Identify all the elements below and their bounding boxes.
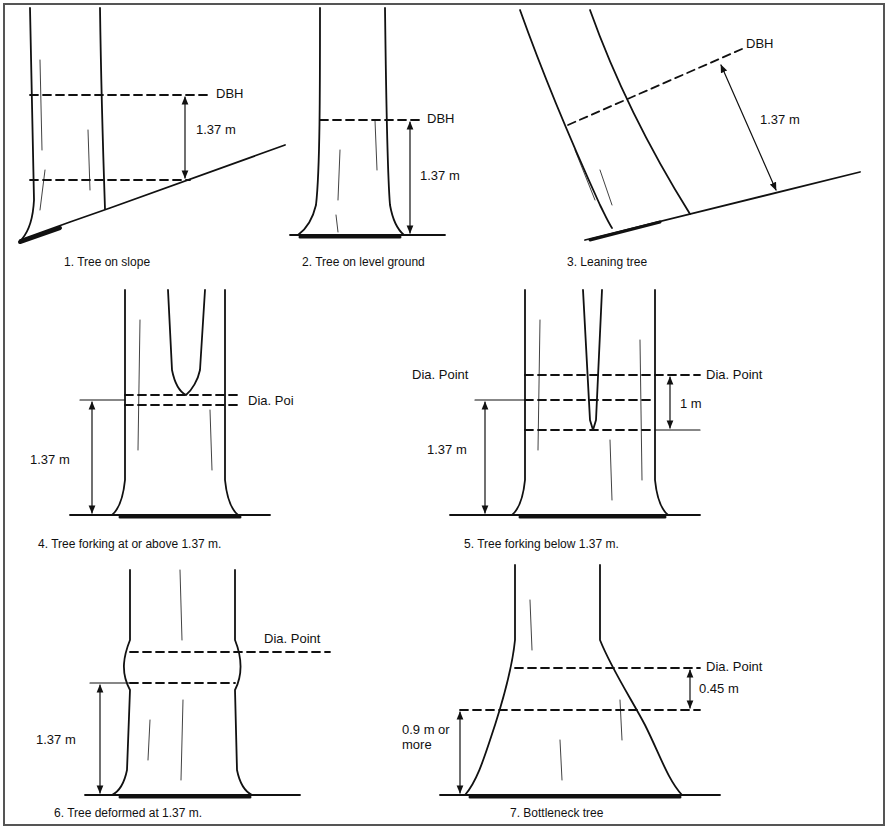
dbh-label: DBH	[214, 86, 245, 101]
point-label: Dia. Poi	[246, 393, 296, 408]
dimension-label: 1.37 m	[194, 122, 238, 137]
caption: 4. Tree forking at or above 1.37 m.	[36, 537, 223, 552]
point-label: Dia. Point	[704, 367, 764, 382]
caption: 6. Tree deformed at 1.37 m.	[52, 806, 204, 821]
dimension-label: 1.37 m	[34, 732, 78, 747]
caption: 2. Tree on level ground	[300, 255, 427, 270]
dimension-label: 0.45 m	[697, 681, 741, 696]
dbh-label: DBH	[744, 36, 775, 51]
dimension-label: 1 m	[678, 396, 704, 411]
point-label: Dia. Point	[262, 631, 322, 646]
caption: 7. Bottleneck tree	[508, 806, 605, 821]
dimension-label: 1.37 m	[418, 168, 462, 183]
dimension-label: 1.37 m	[425, 442, 469, 457]
dimension-label: 1.37 m	[758, 112, 802, 127]
caption: 3. Leaning tree	[565, 255, 649, 270]
caption: 5. Tree forking below 1.37 m.	[462, 537, 621, 552]
point-label: Dia. Point	[410, 367, 470, 382]
dimension-label: 0.9 m or more	[400, 722, 454, 752]
caption: 1. Tree on slope	[62, 255, 152, 270]
dbh-label: DBH	[425, 111, 456, 126]
point-label: Dia. Point	[704, 659, 764, 674]
dimension-label: 1.37 m	[28, 452, 72, 467]
